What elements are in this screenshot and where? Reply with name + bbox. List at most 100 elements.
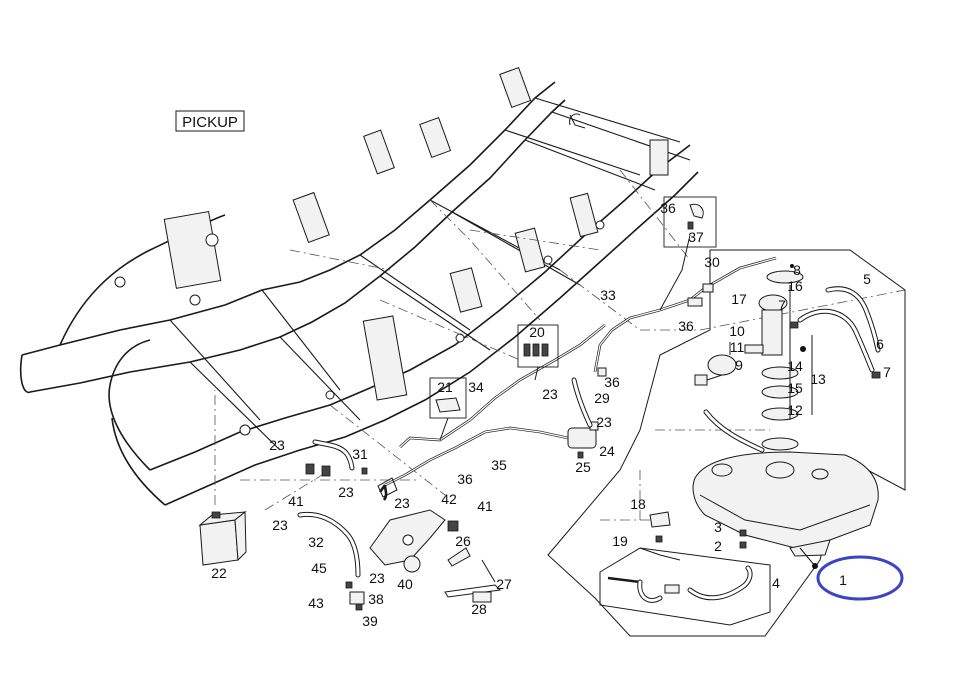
pump-sender — [707, 354, 737, 376]
hose-4b — [687, 565, 753, 601]
pump-wire — [706, 374, 723, 381]
fuel-filter — [567, 377, 599, 459]
pump-seat — [761, 437, 799, 451]
callout-c23f: 23 — [542, 386, 558, 402]
callout-c23g: 23 — [596, 414, 612, 430]
frame-bracket-2 — [363, 129, 395, 175]
filler-neck — [703, 409, 765, 453]
callout-c34: 34 — [468, 379, 484, 395]
callout-c45: 45 — [311, 560, 327, 576]
leader-1 — [799, 547, 816, 567]
callout-c12: 12 — [787, 402, 803, 418]
callout-c35: 35 — [491, 457, 507, 473]
boxed-parts — [429, 196, 717, 441]
fuel-system-outline — [547, 249, 906, 637]
callout-c14: 14 — [787, 358, 803, 374]
callout-c31: 31 — [352, 446, 368, 462]
vent-hoses — [789, 286, 881, 379]
hose-32-inner — [298, 512, 360, 577]
callout-c23e: 23 — [369, 570, 385, 586]
clip-20b — [532, 343, 540, 357]
dash-3 — [264, 469, 331, 511]
hose-4b-inner — [688, 566, 752, 600]
clip-37 — [689, 203, 704, 219]
chassis-frame — [19, 66, 699, 506]
callout-c27: 27 — [496, 576, 512, 592]
frame-hole-3 — [114, 276, 126, 288]
callout-c15: 15 — [787, 380, 803, 396]
line-clip-36c — [597, 367, 607, 377]
callout-c18: 18 — [630, 496, 646, 512]
connector-26 — [447, 547, 471, 567]
callout-c19: 19 — [612, 533, 628, 549]
fuel-line-34-inner — [399, 324, 606, 448]
fuel-tank — [692, 409, 879, 569]
dash-4 — [329, 404, 446, 496]
rod-27 — [444, 584, 502, 598]
fuel-filter-body — [567, 427, 597, 449]
fuel-line-33-inner — [594, 257, 777, 373]
callout-c39: 39 — [362, 613, 378, 629]
canister-port — [211, 511, 221, 519]
evap-canister — [198, 510, 247, 566]
frame-hole-5 — [325, 390, 335, 400]
fuel-tank-seam — [699, 494, 871, 531]
callout-c43: 43 — [308, 595, 324, 611]
fuel-tank-pump-port — [765, 461, 795, 479]
callout-c22: 22 — [211, 565, 227, 581]
callout-c23a: 23 — [269, 437, 285, 453]
fuel-tank-shield — [789, 539, 831, 557]
callout-c6: 6 — [876, 336, 884, 352]
vent-hose-6-inner — [798, 309, 874, 372]
callout-c21: 21 — [437, 379, 453, 395]
bolt-25 — [577, 451, 584, 459]
screw-36a — [687, 221, 694, 230]
callout-c41a: 41 — [288, 493, 304, 509]
callout-c1: 1 — [839, 572, 847, 588]
pump-seal-14 — [761, 366, 799, 380]
filter-4 — [664, 584, 680, 594]
clip-20c — [541, 343, 549, 357]
callout-c2: 2 — [714, 538, 722, 554]
frame-near-rail-lower — [29, 99, 566, 393]
frame-bracket-8 — [649, 139, 669, 176]
fuel-pump-assembly — [694, 264, 813, 451]
model-label: PICKUP — [175, 110, 245, 132]
frame-bracket-1 — [292, 191, 330, 244]
clamp-41a1 — [305, 463, 315, 475]
pump-lock-ring — [766, 270, 804, 284]
frame-hole-8 — [595, 220, 605, 230]
hose-4-top — [639, 547, 681, 561]
pump-gasket-15 — [761, 385, 799, 399]
line-clip-36b — [687, 297, 703, 307]
line-clip-end — [382, 484, 388, 501]
fuel-line-30-leader — [659, 234, 691, 311]
clamp-41b — [447, 520, 459, 532]
callout-c37: 37 — [688, 229, 704, 245]
callout-c23c: 23 — [272, 517, 288, 533]
fuel-tank-vent — [711, 463, 733, 477]
frame-bracket-4 — [514, 227, 546, 273]
dash-11 — [619, 169, 691, 261]
bolt-3 — [739, 529, 747, 537]
callout-c30: 30 — [704, 254, 720, 270]
leader-21 — [439, 417, 449, 441]
callout-c7a: 7 — [778, 297, 786, 313]
frame-bracket-7 — [499, 66, 532, 108]
clamp-7a — [789, 321, 799, 329]
callout-c29: 29 — [594, 390, 610, 406]
callout-c28: 28 — [471, 601, 487, 617]
leader-20 — [534, 366, 539, 381]
callout-c24: 24 — [599, 443, 615, 459]
callout-c8: 8 — [793, 262, 801, 278]
crossmember-4 — [429, 199, 581, 286]
callout-c13: 13 — [810, 371, 826, 387]
callout-c36d: 36 — [457, 471, 473, 487]
dash-12 — [469, 229, 601, 251]
callout-c16: 16 — [787, 278, 803, 294]
frame-front-left-end — [19, 354, 31, 394]
callout-c40: 40 — [397, 576, 413, 592]
dash-7 — [559, 269, 700, 331]
